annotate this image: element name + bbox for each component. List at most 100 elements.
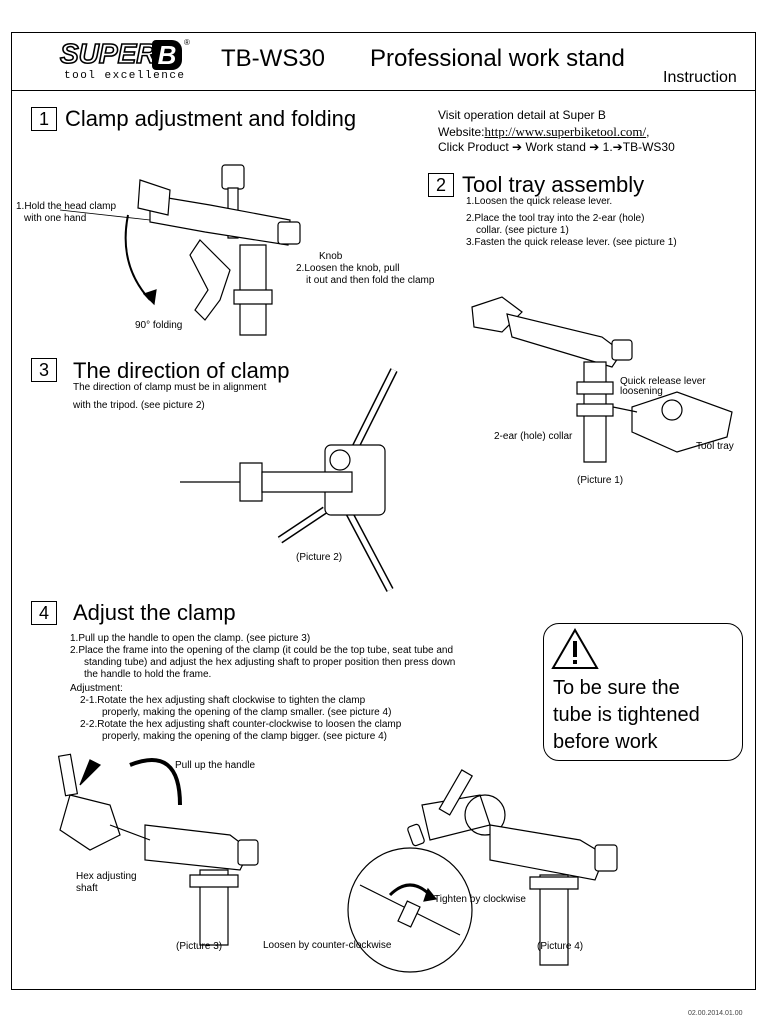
logo-tagline: tool excellence <box>64 70 186 82</box>
tighten-label: Tighten by clockwise <box>434 894 526 905</box>
open-clamp <box>60 795 120 850</box>
head-clamp <box>138 180 170 215</box>
hold-instruction-2: with one hand <box>24 213 87 224</box>
click-product-text: Click Product <box>438 140 509 154</box>
loosen-label: Loosen by counter-clockwise <box>263 940 392 951</box>
adjust-line-9: properly, making the opening of the clam… <box>102 731 387 742</box>
adjust-line-6: 2-1.Rotate the hex adjusting shaft clock… <box>80 695 366 706</box>
clamp-body <box>507 314 622 367</box>
header-divider <box>11 90 756 91</box>
tray-step-1: 1.Loosen the quick release lever. <box>466 196 613 207</box>
picture-1-caption: (Picture 1) <box>577 475 624 486</box>
clamp-direction-illustration <box>180 360 410 595</box>
superb-logo: SUPER B ® tool excellence <box>59 37 192 86</box>
tray-step-2b: collar. (see picture 1) <box>476 225 569 236</box>
hex-shaft-label-1: Hex adjusting <box>76 871 137 882</box>
logo-b-badge: B <box>152 40 182 70</box>
picture-3-caption: (Picture 3) <box>176 941 223 952</box>
warning-triangle-icon <box>551 628 599 670</box>
section-4-number: 4 <box>31 601 57 625</box>
warning-line-1: To be sure the <box>553 677 680 699</box>
knob <box>238 840 258 865</box>
arrow-right-icon: ➔ <box>512 140 523 154</box>
pointer-line <box>60 205 160 225</box>
picture-4-caption: (Picture 4) <box>537 941 584 952</box>
hex-shaft-detail <box>398 901 420 927</box>
adjust-line-4: the handle to hold the frame. <box>84 669 212 680</box>
logo-super-text: SUPER <box>59 37 157 70</box>
product-title: Professional work stand <box>370 45 625 72</box>
picture-3-illustration <box>50 745 270 945</box>
adjust-line-8: 2-2.Rotate the hex adjusting shaft count… <box>80 719 402 730</box>
section-4-title: Adjust the clamp <box>73 600 236 625</box>
picture-4-illustration <box>340 765 630 965</box>
pull-handle-label: Pull up the handle <box>175 760 256 771</box>
zoom-circle-small <box>465 795 505 835</box>
click-path: Click Product ➔ Work stand ➔ 1.➔TB-WS30 <box>438 140 675 155</box>
qr-lever-label-1: Quick release lever <box>620 376 706 387</box>
knob <box>595 845 617 871</box>
fold-arrow <box>126 215 150 300</box>
clamp-knob-top <box>222 165 244 189</box>
warning-box <box>543 623 743 761</box>
adjust-line-3: standing tube) and adjust the hex adjust… <box>84 657 456 668</box>
section-1-title: Clamp adjustment and folding <box>65 106 357 131</box>
tray-step-3: 3.Fasten the quick release lever. (see p… <box>466 237 677 248</box>
folded-clamp <box>190 240 230 320</box>
tool-tray <box>632 392 732 452</box>
loosen-instruction-1: 2.Loosen the knob, pull <box>296 263 400 274</box>
pull-up-arrow <box>130 760 180 805</box>
logo-registered-mark: ® <box>184 38 190 47</box>
tool-tray-label: Tool tray <box>696 441 734 452</box>
step-text: 1. <box>602 140 613 154</box>
clamp-folding-illustration <box>110 160 320 340</box>
work-stand-text: Work stand <box>525 140 586 154</box>
clamp-tube <box>262 472 352 492</box>
handle <box>59 754 78 795</box>
direction-desc-1: The direction of clamp must be in alignm… <box>73 382 267 393</box>
section-2-title: Tool tray assembly <box>462 172 645 197</box>
handle <box>439 770 472 815</box>
warning-line-3: before work <box>553 731 658 753</box>
instruction-label: Instruction <box>663 69 737 86</box>
document-code: 02.00.2014.01.00 <box>688 1010 743 1017</box>
hex-shaft-label-2: shaft <box>76 883 98 894</box>
adjust-line-1: 1.Pull up the handle to open the clamp. … <box>70 633 311 644</box>
knob <box>612 340 632 360</box>
website-link[interactable]: http://www.superbiketool.com/ <box>484 124 647 139</box>
hex-shaft <box>110 825 150 840</box>
visit-line: Visit operation detail at Super B <box>438 108 606 122</box>
folding-label: 90° folding <box>135 320 183 331</box>
direction-desc-2: with the tripod. (see picture 2) <box>73 400 205 411</box>
website-suffix: , <box>646 125 650 139</box>
clamp-body <box>490 825 605 880</box>
adjust-line-7: properly, making the opening of the clam… <box>102 707 392 718</box>
warning-line-2: tube is tightened <box>553 704 700 726</box>
tray-step-2a: 2.Place the tool tray into the 2-ear (ho… <box>466 213 645 224</box>
two-ear-collar <box>577 404 613 416</box>
section-1-number: 1 <box>31 107 57 131</box>
page-border <box>11 32 756 990</box>
clamp-body <box>145 825 250 870</box>
loosen-instruction-2: it out and then fold the clamp <box>306 275 435 286</box>
model-title: TB-WS30 <box>221 45 326 72</box>
knob-label: Knob <box>319 251 343 262</box>
section-3-number: 3 <box>31 358 57 382</box>
qr-lever-label-2: loosening <box>620 386 663 397</box>
model-text: TB-WS30 <box>622 140 675 154</box>
tool-tray-illustration <box>462 292 752 462</box>
clamp-arm <box>150 195 290 245</box>
warning-text: To be sure the tube is tightened before … <box>553 675 700 756</box>
website-line: Website:http://www.superbiketool.com/, <box>438 124 649 140</box>
collar-label: 2-ear (hole) collar <box>494 431 573 442</box>
section-2-number: 2 <box>428 173 454 197</box>
picture-2-caption: (Picture 2) <box>296 552 343 563</box>
stand-tube <box>540 875 568 965</box>
website-label: Website: <box>438 125 485 139</box>
section-3-title: The direction of clamp <box>73 358 290 383</box>
hold-instruction-1: 1.Hold the head clamp <box>16 201 117 212</box>
clamp-plate <box>240 463 262 501</box>
arrow-right-icon: ➔ <box>612 140 623 154</box>
arrow-right-icon: ➔ <box>589 140 600 154</box>
adjust-line-2: 2.Place the frame into the opening of th… <box>70 645 454 656</box>
